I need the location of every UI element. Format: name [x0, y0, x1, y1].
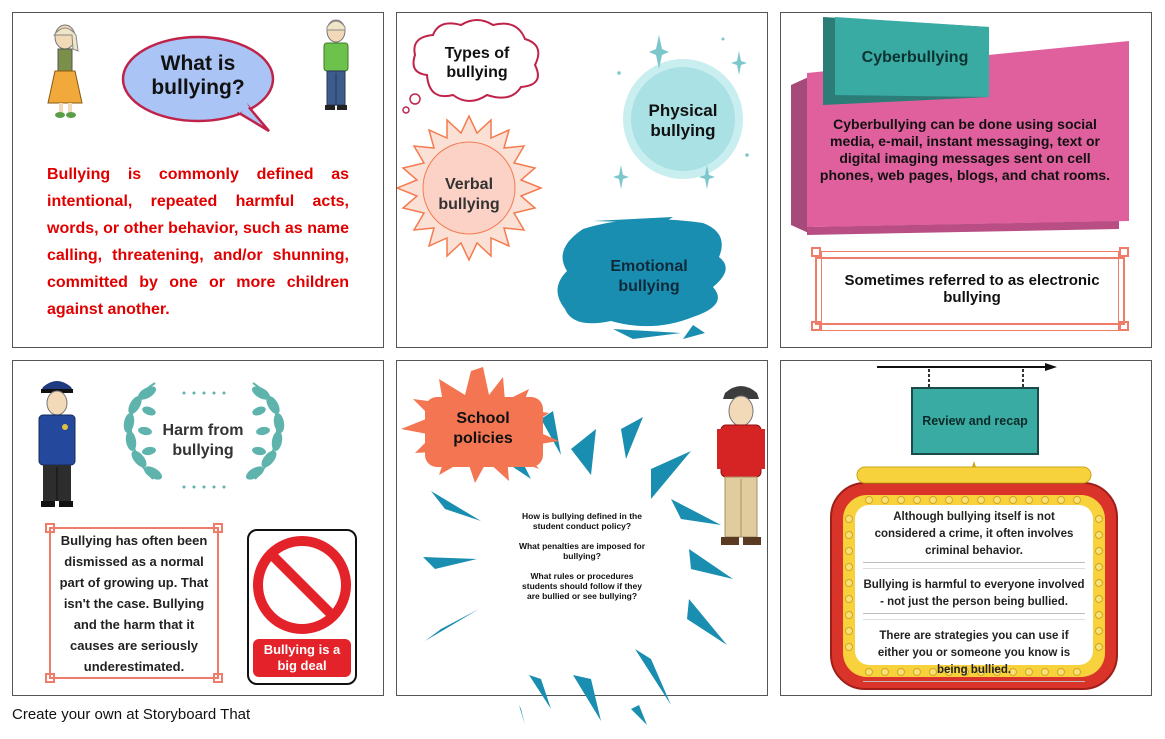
marquee-bulb: [993, 668, 1001, 676]
marquee-bulb: [845, 611, 853, 619]
policy-question: How is bullying defined in the student c…: [522, 511, 642, 531]
student-character-icon: [717, 386, 765, 545]
verbal-label: Verbal bullying: [438, 176, 500, 213]
harm-title: Harm from bullying: [162, 422, 244, 459]
marquee-bulb: [845, 595, 853, 603]
panel-review-and-recap: Review and recap Although bullying itsel…: [780, 360, 1152, 696]
girl-character-icon: [47, 24, 83, 118]
footer-credit[interactable]: Create your own at Storyboard That: [12, 706, 251, 723]
marquee-bulb: [1095, 643, 1103, 651]
marquee-bulb: [1095, 563, 1103, 571]
marquee-bulb: [865, 496, 873, 504]
marquee-bulb: [1095, 627, 1103, 635]
spiky-burst-shape: [423, 411, 733, 725]
policy-question: What penalties are imposed for bullying?: [518, 541, 646, 561]
marquee-bulb: [1095, 579, 1103, 587]
marquee-bulb: [1009, 668, 1017, 676]
policies-title: School policies: [453, 410, 513, 447]
emotional-brush-stroke: [557, 217, 726, 339]
marquee-bulb: [881, 668, 889, 676]
panel-school-policies: School policies How is bullying defined …: [396, 360, 768, 725]
marquee-bulb: [1057, 496, 1065, 504]
marquee-bulb: [1073, 668, 1081, 676]
panel-harm-from-bullying: Harm from bullying Bullying has often be…: [12, 360, 384, 696]
marquee-bulb: [845, 579, 853, 587]
sign-label: Bullying is a big deal: [253, 639, 351, 677]
laurel-wreath-icon: [123, 382, 285, 489]
marquee-bulb: [929, 668, 937, 676]
marquee-bulb: [961, 668, 969, 676]
harm-text-frame: [49, 527, 219, 679]
marquee-bulb: [1095, 531, 1103, 539]
marquee-bulb: [1095, 595, 1103, 603]
types-title: Types of bullying: [444, 45, 510, 81]
harm-text: Bullying has often been dismissed as a n…: [59, 532, 209, 674]
marquee-bulb: [1009, 496, 1017, 504]
marquee-bulb: [897, 668, 905, 676]
marquee-bulb: [845, 627, 853, 635]
marquee-bulb: [845, 531, 853, 539]
marquee-bulb: [897, 496, 905, 504]
hanging-sign-bar: [877, 363, 1057, 389]
electronic-note-frame: [815, 257, 1125, 325]
marquee-frame: [830, 461, 1118, 690]
marquee-bulb: [977, 496, 985, 504]
marquee-bulb: [845, 515, 853, 523]
recap-sign: Review and recap: [911, 387, 1039, 455]
marquee-bulb: [913, 668, 921, 676]
marquee-bulb: [845, 563, 853, 571]
verbal-sunburst: [397, 114, 544, 262]
marquee-bulb: [1057, 668, 1065, 676]
marquee-bulb: [1073, 496, 1081, 504]
marquee-bulb: [945, 496, 953, 504]
cyber-title: Cyberbullying: [861, 49, 969, 66]
marquee-bulb: [845, 643, 853, 651]
marquee-bulb: [881, 496, 889, 504]
panel-cyberbullying: Cyberbullying Cyberbullying can be done …: [780, 12, 1152, 348]
recap-point: Bullying is harmful to everyone involved…: [863, 577, 1085, 614]
marquee-bulb: [961, 496, 969, 504]
physical-sparkle-circle: [613, 35, 749, 189]
marquee-bulb: [1095, 611, 1103, 619]
physical-label: Physical bullying: [648, 101, 718, 140]
prohibition-icon: [253, 536, 351, 634]
cyber-banner-shapes: [791, 17, 1129, 235]
marquee-bulb: [865, 668, 873, 676]
marquee-bulb: [1041, 668, 1049, 676]
marquee-bulb: [913, 496, 921, 504]
recap-points: Although bullying itself is not consider…: [863, 509, 1085, 682]
cyber-description: Cyberbullying can be done using social m…: [819, 116, 1111, 183]
recap-point: There are strategies you can use if eith…: [863, 628, 1085, 682]
bubble-title: What is bullying?: [151, 52, 245, 99]
emotional-label: Emotional bullying: [610, 258, 688, 295]
marquee-bulb: [945, 668, 953, 676]
officer-character-icon: [38, 381, 76, 507]
electronic-note: Sometimes referred to as electronic bull…: [844, 272, 1100, 306]
policy-questions: How is bullying defined in the student c…: [517, 511, 647, 601]
marquee-bulb: [993, 496, 1001, 504]
panel-types-of-bullying: Types of bullying Verbal bullying Physic…: [396, 12, 768, 348]
marquee-bulb: [929, 496, 937, 504]
marquee-bulb: [1095, 515, 1103, 523]
panel-what-is-bullying: What is bullying? Bullying is commonly d…: [12, 12, 384, 348]
thought-cloud: [402, 19, 540, 114]
recap-point: Although bullying itself is not consider…: [863, 509, 1085, 563]
marquee-bulb: [977, 668, 985, 676]
marquee-bulb: [1025, 668, 1033, 676]
marquee-bulb: [845, 547, 853, 555]
marquee-bulb: [1041, 496, 1049, 504]
marquee-bulb: [1095, 547, 1103, 555]
marquee-bulb: [1025, 496, 1033, 504]
policy-question: What rules or procedures students should…: [522, 571, 642, 601]
definition-text: Bullying is commonly defined as intentio…: [47, 166, 349, 318]
boy-character-icon: [323, 19, 349, 110]
speech-bubble: [121, 35, 275, 133]
policies-callout: [401, 367, 559, 483]
